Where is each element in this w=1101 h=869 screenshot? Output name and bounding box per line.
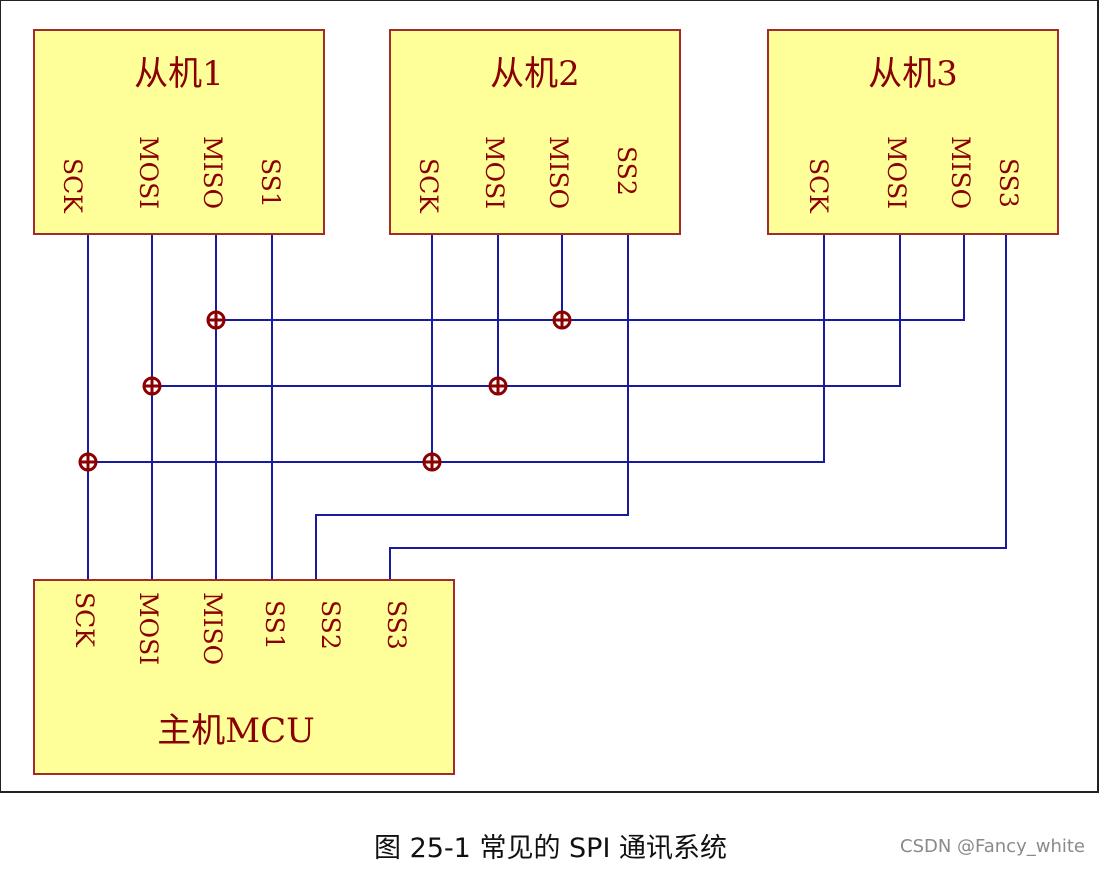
slave2-pin-ss2: SS2 — [612, 146, 641, 196]
slave3-pin-ss3: SS3 — [994, 158, 1023, 208]
master-pin-ss2: SS2 — [316, 600, 345, 650]
wire-mosi-slave3 — [152, 234, 901, 387]
slave2-title: 从机2 — [490, 54, 580, 94]
slave2-pin-miso: MISO — [544, 136, 573, 209]
slave2-pin-sck: SCK — [414, 158, 443, 214]
slave1-box: 从机1 SCK MOSI MISO SS1 — [33, 29, 325, 235]
slave3-pin-mosi: MOSI — [882, 136, 911, 209]
slave1-pin-sck: SCK — [58, 158, 87, 214]
slave1-pin-miso: MISO — [198, 136, 227, 209]
slave1-title: 从机1 — [134, 54, 224, 94]
figure-caption: 图 25-1 常见的 SPI 通讯系统 — [374, 833, 727, 864]
junction-dot — [488, 376, 508, 396]
junction-dot — [78, 452, 98, 472]
master-mcu-box: SCK MOSI MISO SS1 SS2 SS3 主机MCU — [33, 579, 455, 775]
spi-diagram-canvas: 从机1 SCK MOSI MISO SS1 从机2 SCK MOSI MISO … — [0, 0, 1099, 793]
wire-miso-slave3 — [216, 234, 965, 321]
slave3-box: 从机3 SCK MOSI MISO SS3 — [767, 29, 1059, 235]
slave2-box: 从机2 SCK MOSI MISO SS2 — [389, 29, 681, 235]
junction-dot — [422, 452, 442, 472]
slave1-pin-mosi: MOSI — [134, 136, 163, 209]
master-pin-mosi: MOSI — [134, 592, 163, 665]
master-pin-miso: MISO — [198, 592, 227, 665]
junction-dot — [552, 310, 572, 330]
slave3-pin-miso: MISO — [946, 136, 975, 209]
junction-dot — [206, 310, 226, 330]
master-title: 主机MCU — [157, 711, 314, 751]
slave3-title: 从机3 — [868, 54, 958, 94]
slave2-pin-mosi: MOSI — [480, 136, 509, 209]
master-pin-sck: SCK — [70, 592, 99, 648]
junction-dot — [142, 376, 162, 396]
watermark: CSDN @Fancy_white — [900, 836, 1085, 857]
slave3-pin-sck: SCK — [804, 158, 833, 214]
wire-ss2 — [315, 234, 629, 580]
junctions — [78, 310, 572, 472]
master-pin-ss3: SS3 — [382, 600, 411, 650]
wire-ss3 — [389, 234, 1007, 580]
wire-sck-slave3 — [88, 234, 825, 463]
wires — [87, 234, 1007, 580]
master-pin-ss1: SS1 — [260, 600, 289, 650]
slave1-pin-ss1: SS1 — [256, 158, 285, 208]
